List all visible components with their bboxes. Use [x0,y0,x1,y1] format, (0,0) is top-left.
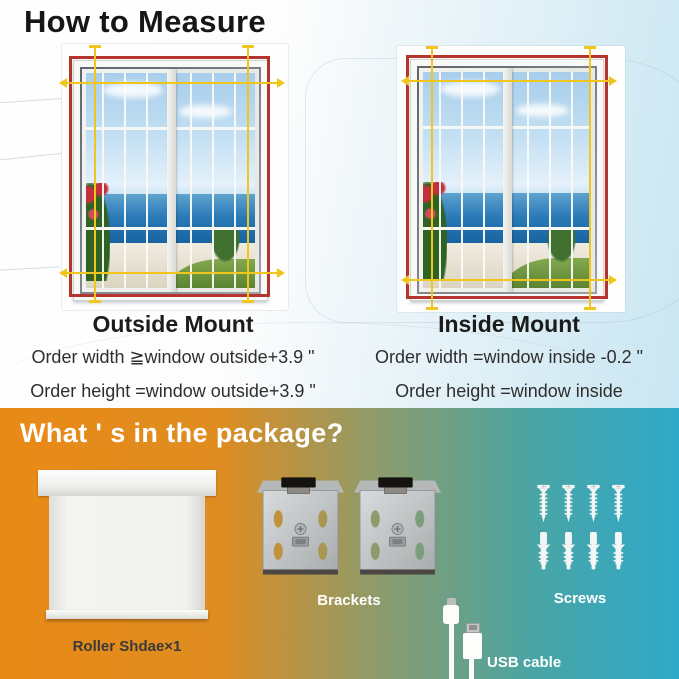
usb-a-connector-contact [469,625,477,630]
bracket-icon [257,477,344,575]
window-glass-scene [82,69,259,292]
inside-height-rule: Order height =window inside [395,381,623,401]
anchor-icon [586,531,601,570]
background-line [0,97,66,104]
window-frame [73,60,268,301]
bracket-icon [354,477,441,575]
how-to-measure-section: How to Measure [0,0,679,408]
usb-cable-label: USB cable [487,654,562,671]
roller-shade-label: Roller Shdae×1 [72,638,182,655]
screw-icon [587,484,600,523]
window-frame [410,59,604,301]
inside-mount-info: Inside Mount Order width =window inside … [344,311,674,402]
measure-line-horizontal-top [59,78,285,88]
background-line [0,266,60,271]
measure-line-vertical-left [426,46,438,310]
measure-line-vertical-right [584,46,596,310]
roller-shade-bottom-bar [46,610,208,619]
measure-line-horizontal-bottom [59,268,285,278]
anchor-icon [561,531,576,570]
screw-icon [562,484,575,523]
anchor-icon [536,531,551,570]
measure-outline-inside [406,55,608,299]
inside-mount-title: Inside Mount [438,311,580,337]
outside-width-rule: Order width ≧window outside+3.9 " [31,347,315,367]
window-frame-bevel [80,67,261,294]
measure-line-horizontal-top [401,76,617,86]
screw-icon [612,484,625,523]
inside-width-rule: Order width =window inside -0.2 " [374,347,643,367]
window-illustration-outside-mount [59,44,288,310]
window-glass-scene [419,68,595,292]
window-frame-bevel [417,66,597,294]
brackets-label: Brackets [317,592,381,609]
roller-shade-item [38,470,216,626]
screws-label: Screws [553,590,607,607]
anchor-icon [611,531,626,570]
measure-outline-outside [69,56,270,297]
window-center-stile [503,68,512,292]
window-illustration-inside-mount [397,46,625,312]
package-contents-section: What ' s in the package? Roller Shdae×1 [0,408,679,679]
micro-usb-connector-body [443,605,459,624]
outside-mount-info: Outside Mount Order width ≧window outsid… [6,311,340,402]
micro-usb-connector-icon [447,598,456,606]
roller-shade-fabric [49,496,205,610]
screws-and-anchors-icon [536,484,626,570]
usb-cable-wire [469,659,474,679]
window-center-stile [166,69,176,292]
screw-icon [537,484,550,523]
page-title: How to Measure [24,4,266,39]
measure-line-horizontal-bottom [401,275,617,285]
usb-cable-wire [449,623,454,679]
usb-a-connector-body [463,633,482,659]
roller-shade-cassette [38,470,216,496]
background-line [0,152,64,161]
measure-line-vertical-right [242,45,254,303]
outside-height-rule: Order height =window outside+3.9 " [30,381,316,401]
outside-mount-title: Outside Mount [92,311,254,337]
measure-line-vertical-left [89,45,101,303]
package-title: What ' s in the package? [20,418,344,448]
